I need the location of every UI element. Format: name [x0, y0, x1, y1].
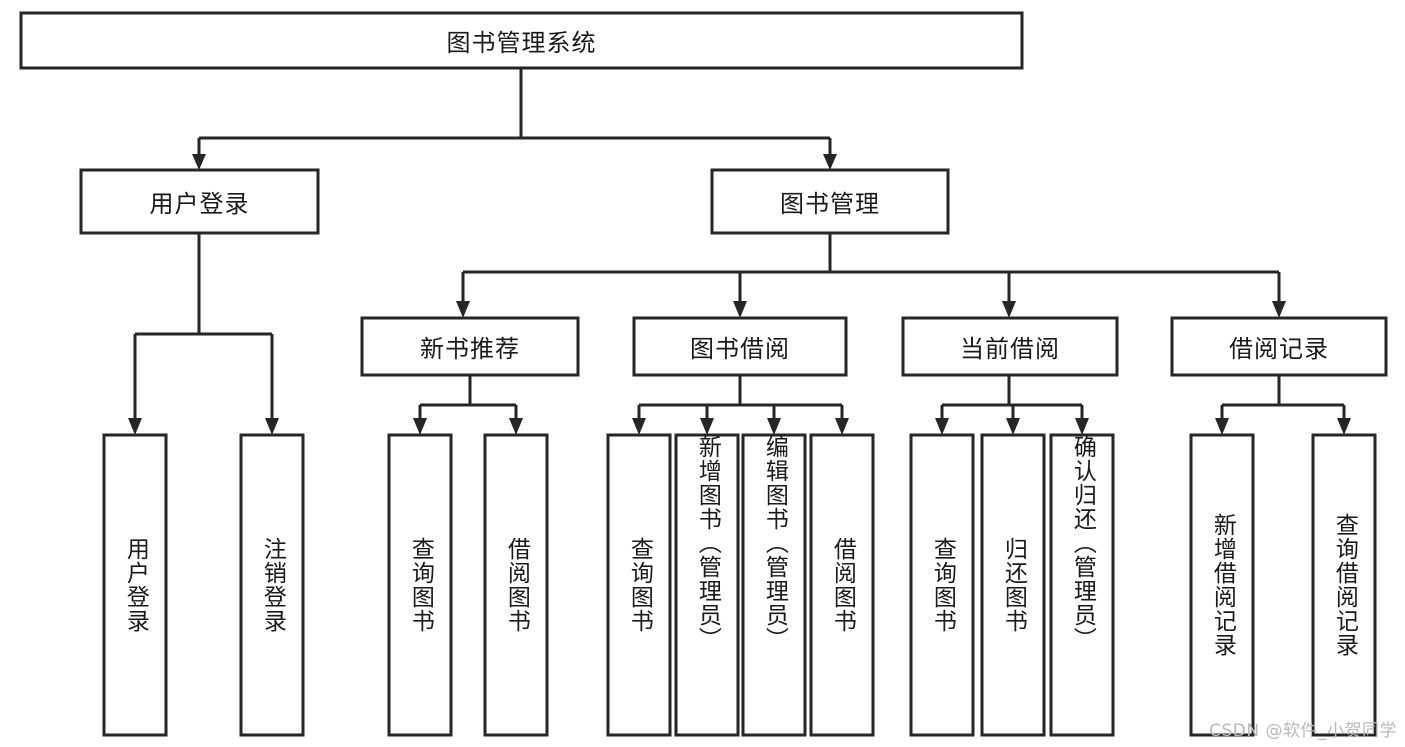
node-current-borrow-box[interactable]: [901, 316, 1119, 377]
arrowhead-root-to-bookmgmt: [823, 154, 837, 170]
arrowhead-currentborrow-leaf-1: [935, 418, 949, 435]
arrowhead-bookborrow-leaf-1: [632, 418, 646, 435]
arrowhead-bookmgmt-child-2: [733, 301, 747, 318]
arrowhead-currentborrow-leaf-3: [1075, 418, 1089, 435]
arrowhead-root-to-userlogin: [192, 154, 206, 170]
node-user-login-box[interactable]: [79, 168, 320, 235]
node-new-book-recommend-box[interactable]: [360, 316, 580, 377]
node-book-borrow-box[interactable]: [632, 316, 848, 377]
arrowhead-recommend-leaf-1: [413, 418, 427, 435]
node-book-management-box[interactable]: [710, 168, 950, 235]
node-leaf-borrow-edit-book-box[interactable]: [741, 433, 807, 737]
arrowhead-recommend-leaf-2: [509, 418, 523, 435]
node-borrow-records-box[interactable]: [1170, 316, 1388, 377]
node-leaf-rec-query-book-box[interactable]: [387, 433, 453, 737]
arrowhead-bookmgmt-child-3: [1002, 301, 1016, 318]
arrowhead-bookborrow-leaf-2: [700, 418, 714, 435]
node-leaf-rec-add-record-box[interactable]: [1189, 433, 1255, 737]
node-leaf-borrow-add-book-box[interactable]: [674, 433, 740, 737]
watermark-text: CSDN @软件_小贺同学: [1209, 721, 1397, 741]
arrowhead-bookmgmt-child-4: [1272, 301, 1286, 318]
arrowhead-bookborrow-leaf-4: [835, 418, 849, 435]
arrowhead-userlogin-leaf-1: [128, 418, 142, 435]
node-leaf-borrow-borrow-book-box[interactable]: [809, 433, 875, 737]
node-leaf-user-logout-box[interactable]: [239, 433, 305, 737]
arrowhead-borrowrecords-leaf-1: [1215, 418, 1229, 435]
arrowhead-bookmgmt-child-1: [456, 301, 470, 318]
node-leaf-cur-return-book-box[interactable]: [980, 433, 1046, 737]
node-root-box[interactable]: [19, 11, 1024, 70]
arrowhead-userlogin-leaf-2: [265, 418, 279, 435]
node-leaf-rec-borrow-book-box[interactable]: [483, 433, 549, 737]
arrowhead-bookborrow-leaf-3: [767, 418, 781, 435]
node-leaf-user-login-box[interactable]: [102, 433, 168, 737]
node-leaf-borrow-query-book-box[interactable]: [606, 433, 672, 737]
arrowhead-borrowrecords-leaf-2: [1337, 418, 1351, 435]
arrowhead-currentborrow-leaf-2: [1006, 418, 1020, 435]
node-leaf-rec-query-record-box[interactable]: [1311, 433, 1377, 737]
node-leaf-cur-confirm-return-box[interactable]: [1049, 433, 1115, 737]
node-leaf-cur-query-book-box[interactable]: [909, 433, 975, 737]
